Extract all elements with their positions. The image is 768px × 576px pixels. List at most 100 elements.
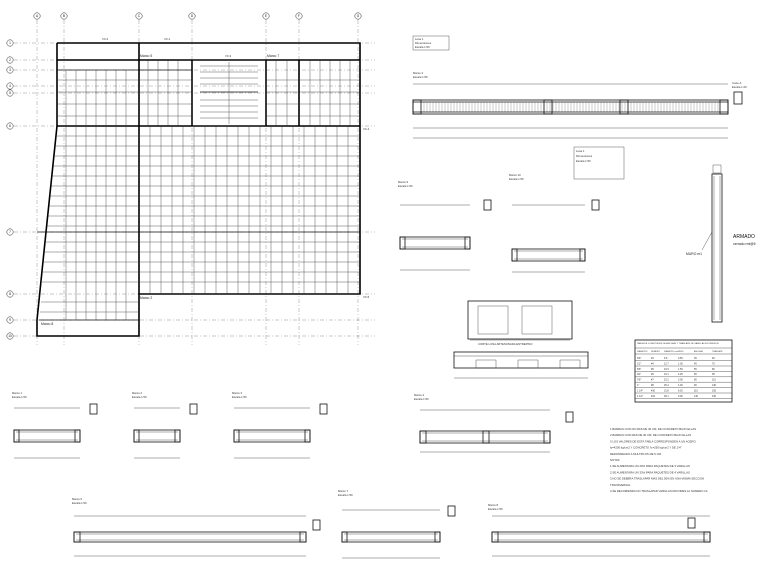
plan-label-marco-c: Marco 8 (41, 322, 53, 326)
svg-text:Marco 6: Marco 6 (72, 497, 83, 501)
svg-text:Losa 1: Losa 1 (415, 37, 424, 41)
svg-text:Escala 1:50: Escala 1:50 (413, 75, 428, 79)
note-line: fy=4200 kg/cm2 Y CONCRETO f'c=250 kg/cm2… (610, 446, 682, 450)
svg-text:A: A (36, 14, 39, 18)
table-cell: 115 (694, 389, 698, 392)
elevation-marco-7: Marco 7 Escala 1:50 (338, 489, 456, 559)
table-cell: 6.26 (678, 389, 683, 392)
svg-text:Marco 9: Marco 9 (398, 180, 409, 184)
joist-grid-top (57, 60, 360, 126)
table-cell: 195 (712, 395, 717, 398)
armado-subtitle: cerrado rml@5 (733, 242, 756, 246)
legend-box-2: Losa 1 Dimensiones Escala 1:50 (573, 146, 625, 180)
table-cell: 130 (712, 384, 717, 387)
svg-text:D: D (191, 14, 194, 18)
table-title: TABLA DE LONGITUDES DE ANCLAJE Y TRASLAP… (637, 342, 719, 345)
svg-text:Escala 1:50: Escala 1:50 (509, 177, 524, 181)
svg-text:Escala 1:50: Escala 1:50 (132, 395, 147, 399)
note-line: 3 LOS VALORES DE ESTA TABLA CORRESPONDEN… (610, 439, 697, 443)
svg-text:C: C (138, 14, 141, 18)
table-cell: 95 (712, 373, 715, 376)
table-cell: 9.00 (678, 395, 683, 398)
elevation-marco-9: Marco 9 Escala 1:50 (398, 180, 492, 271)
table-cell: 15.9 (664, 368, 669, 371)
svg-text:5: 5 (9, 91, 11, 95)
legend-box: Losa 1 Dimensiones Escala 1:50 (412, 35, 450, 51)
svg-text:Marco 3: Marco 3 (232, 391, 243, 395)
table-cell: 31.8 (664, 389, 669, 392)
table-cell: #3 (651, 357, 654, 360)
svg-text:Escala 1:50: Escala 1:50 (576, 159, 591, 163)
svg-text:Marco 4: Marco 4 (414, 393, 425, 397)
table-cell: 5/8" (637, 368, 641, 371)
table-header-cell: DIAMETRO mm (664, 350, 679, 353)
svg-text:3: 3 (9, 68, 11, 72)
svg-text:Escala 1:50: Escala 1:50 (338, 493, 353, 497)
table-cell: #10 (651, 389, 656, 392)
table-cell: #8 (651, 384, 654, 387)
elevation-marco-6: Marco 6 Escala 1:50 (72, 497, 321, 557)
elevation-marco-3: Marco 3 Escala 1:50 (232, 391, 328, 459)
table-cell: 1 1/4" (637, 389, 643, 392)
table-cell: 3/4" (637, 373, 641, 376)
rebar-table: TABLA DE LONGITUDES DE ANCLAJE Y TRASLAP… (634, 339, 733, 403)
stair-well (191, 59, 267, 127)
table-cell: 19.1 (664, 373, 669, 376)
note-line: NOTAS: (610, 458, 620, 462)
svg-text:B: B (63, 14, 65, 18)
grid-col-a: A (33, 12, 41, 345)
table-cell: #7 (651, 379, 654, 382)
table-cell: 65 (694, 373, 697, 376)
table-cell: 110 (712, 379, 716, 382)
svg-text:Marco 7: Marco 7 (338, 489, 349, 493)
table-cell: 90 (694, 384, 697, 387)
svg-text:Losa 1: Losa 1 (576, 149, 585, 153)
elevation-marco-8: Marco 8 Escala 1:50 (488, 503, 711, 557)
svg-text:10: 10 (8, 334, 12, 338)
plan-label-marco-b: Marco 5 (140, 54, 152, 58)
elevation-marco-2: Marco 2 Escala 1:50 (132, 391, 198, 459)
svg-text:Escala 1:50: Escala 1:50 (232, 395, 247, 399)
note-line: TRANSVERSAL (610, 483, 631, 487)
table-cell: 1 1/2" (637, 395, 643, 398)
note-line: 3.NO SE DEBERA TRASLAPAR MAS DEL 50% EN … (610, 477, 704, 481)
plan-note-3: VX-3 (225, 54, 232, 58)
grid-col-g: G (354, 12, 362, 345)
table-cell: 12.7 (664, 362, 669, 365)
table-cell: 70 (712, 362, 715, 365)
svg-text:6: 6 (9, 124, 11, 128)
svg-text:E: E (265, 14, 267, 18)
svg-text:Escala 1:50: Escala 1:50 (488, 507, 503, 511)
table-cell: 80 (694, 379, 697, 382)
table-cell: 35 (694, 357, 697, 360)
table-cell: 9.5 (664, 357, 668, 360)
stair-steps (200, 62, 258, 124)
corte-losa-detail: CORTE LOSA ARTESONADA ENTREPISO (453, 300, 589, 379)
svg-text:1: 1 (9, 41, 11, 45)
table-cell: 0.56 (678, 357, 683, 360)
elevation-long-top: Marco 4 Escala 1:50 Corte A Escala 1:20 (412, 71, 747, 139)
table-cell: #5 (651, 368, 654, 371)
plan-label-marco-a: Marco 2 (140, 296, 152, 300)
floor-plan: Marco 2 Marco 5 Marco 8 Marco 7 VX-2 VX-… (36, 37, 370, 337)
svg-text:F: F (298, 14, 300, 18)
svg-text:Escala 1:50: Escala 1:50 (415, 45, 430, 49)
svg-text:Escala 1:50: Escala 1:50 (414, 397, 429, 401)
svg-text:Marco 10: Marco 10 (509, 173, 521, 177)
table-cell: 3/8" (637, 357, 641, 360)
table-cell: 45 (694, 362, 697, 365)
svg-text:Marco 2: Marco 2 (132, 391, 143, 395)
table-cell: 165 (712, 389, 717, 392)
corte-title: CORTE LOSA ARTESONADA ENTREPISO (478, 342, 533, 346)
svg-text:Marco 1: Marco 1 (12, 391, 23, 395)
svg-text:Corte A: Corte A (732, 81, 741, 85)
table-cell: 25.4 (664, 384, 669, 387)
svg-text:Dimensiones: Dimensiones (576, 154, 593, 158)
svg-text:Marco 8: Marco 8 (488, 503, 499, 507)
table-cell: 2.25 (678, 373, 683, 376)
svg-text:4: 4 (9, 84, 11, 88)
plan-label-marco-d: Marco 7 (267, 54, 279, 58)
stirrups-top (423, 102, 719, 112)
note-line: 1.SE AUMENTARA UN 20% PARA PAQUETES DE 3… (610, 464, 690, 468)
